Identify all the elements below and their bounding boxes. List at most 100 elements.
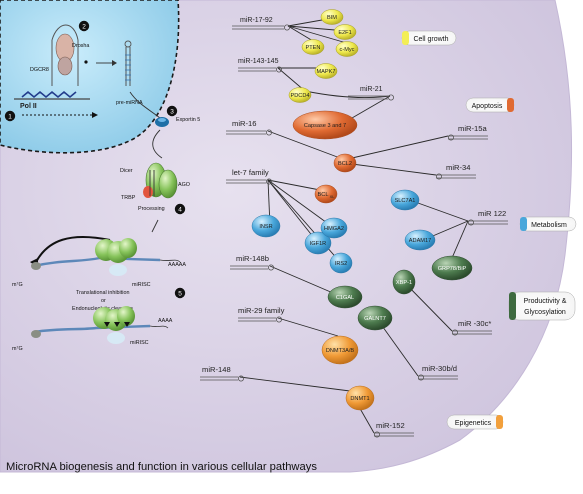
step-badge-4: 4 <box>174 203 186 215</box>
mirisc-top-label: miRISC <box>132 282 151 288</box>
cleavage-mark-3 <box>124 322 130 327</box>
processing-arrow <box>151 219 159 233</box>
ago-protein <box>158 169 178 199</box>
gene-adam17-label: ADAM17 <box>409 238 431 244</box>
gene-e2f1: E2F1 <box>333 24 357 40</box>
let7-label: let-7 family <box>232 168 269 177</box>
hairpin-mir-152 <box>373 431 414 438</box>
mir-30bd-label: miR-30b/d <box>422 364 457 373</box>
gene-c1gal-label: C1GAL <box>336 295 354 301</box>
dicer-hairpin <box>149 170 155 196</box>
gene-bcl2: BCL2 <box>333 153 357 173</box>
step-4-label: 4 <box>178 206 182 213</box>
trbp-label: TRBP <box>121 195 136 201</box>
gene-grp78-label: GRP78/BiP <box>438 266 467 272</box>
hairpin-mir-148b <box>230 264 274 271</box>
gene-dnmt1: DNMT1 <box>345 385 375 411</box>
hairpin-mir-122 <box>467 219 508 226</box>
hairpin-mir-29 <box>238 316 282 323</box>
tag-epigenetics-label: Epigenetics <box>455 420 492 427</box>
mirisc-bottom-3 <box>117 306 135 326</box>
pol2-label: Pol II <box>20 103 37 110</box>
exportin-to-dicer-arrow <box>152 129 163 159</box>
tag-apoptosis-label: Apoptosis <box>472 103 503 110</box>
hairpin-let7 <box>226 178 272 185</box>
gene-bclxl-label: BCL <box>318 192 329 198</box>
mirisc-bottom-4 <box>107 332 125 344</box>
mir-148-label: miR-148 <box>202 365 231 374</box>
gene-xbp1-label: XBP-1 <box>396 280 412 286</box>
biogenesis-panel: 1 2 3 4 5 Pol II Drosha DGCR8 <box>4 20 200 352</box>
step-5-label: 5 <box>178 290 182 297</box>
hairpin-mir-143-145 <box>238 66 282 73</box>
hairpin-mir-15a <box>447 134 488 141</box>
mirisc-bottom-label: miRISC <box>130 340 149 346</box>
gene-caspase-label: Capsase 3 and 7 <box>304 123 346 129</box>
hairpin-mir-34 <box>435 173 476 180</box>
mir-29-label: miR-29 family <box>238 306 285 315</box>
tag-epigenetics: Epigenetics <box>446 414 504 430</box>
step-1-label: 1 <box>8 113 12 120</box>
poly-a-top-label: AAAAA <box>168 262 186 268</box>
mir-21-label: miR-21 <box>360 86 383 93</box>
hairpin-mir-30c <box>451 329 492 336</box>
gene-galnt7-label: GALNT7 <box>364 316 386 322</box>
gene-galnt7: GALNT7 <box>357 305 393 331</box>
gene-adam17: ADAM17 <box>404 229 436 251</box>
hairpin-mir-21 <box>348 94 394 101</box>
mir-15a-label: miR-15a <box>458 124 487 133</box>
gene-slc7a1: SLC7A1 <box>390 189 420 211</box>
gene-pdcd4-label: PDCD4 <box>291 93 310 99</box>
gene-cmyc: c-Myc <box>335 41 359 57</box>
gene-bclxl: BCL XL <box>314 184 338 204</box>
step-3-label: 3 <box>170 108 174 115</box>
cleavage-mark-2 <box>114 322 120 327</box>
pre-mirna-hairpin <box>124 40 132 86</box>
dicer-label: Dicer <box>120 168 133 174</box>
gene-slc7a1-label: SLC7A1 <box>395 198 416 204</box>
gene-igf1r-label: IGF1R <box>310 241 326 247</box>
translational-label: Translational inhibition <box>76 290 129 296</box>
gene-bim: BIM <box>320 9 344 25</box>
gene-mapk7: MAPK7 <box>314 63 338 79</box>
mir-34-label: miR-34 <box>446 163 470 172</box>
hairpin-mir-16 <box>226 129 272 136</box>
figure-caption: MicroRNA biogenesis and function in vari… <box>6 461 317 473</box>
interaction-lines <box>239 19 469 434</box>
or-label: or <box>101 298 106 304</box>
mir-148b-label: miR-148b <box>236 254 269 263</box>
hairpin-mir-30bd <box>417 374 458 381</box>
gene-xbp1: XBP-1 <box>392 269 416 295</box>
mir-143-145-label: miR-143-145 <box>238 58 279 65</box>
tag-apoptosis: Apoptosis <box>465 97 515 113</box>
poly-a-tail-top <box>159 259 181 263</box>
gene-bclxl-subscript: XL <box>330 195 335 199</box>
gene-pten-label: PTEN <box>306 45 321 51</box>
mrna-bottom <box>33 324 151 334</box>
gene-grp78: GRP78/BiP <box>431 255 473 281</box>
gene-caspase: Capsase 3 and 7 <box>292 110 358 140</box>
cap-bottom <box>31 330 41 338</box>
mirisc-top-3 <box>119 238 137 258</box>
exportin5-shade <box>158 118 166 122</box>
cap-top-label: m⁷G <box>12 282 23 288</box>
gene-e2f1-label: E2F1 <box>338 30 351 36</box>
mir-17-92-label: miR-17-92 <box>240 17 273 24</box>
step-badge-2: 2 <box>78 20 90 32</box>
gene-insr-label: INSR <box>259 224 272 230</box>
gene-pdcd4: PDCD4 <box>288 87 312 103</box>
mir-16-label: miR-16 <box>232 119 256 128</box>
gene-mapk7-label: MAPK7 <box>317 69 336 75</box>
poly-a-bottom-label: AAAA <box>158 318 173 324</box>
drosha-label: Drosha <box>72 43 89 49</box>
nucleus <box>0 0 180 154</box>
gene-cmyc-label: c-Myc <box>340 47 355 53</box>
gene-dnmt3: DNMT3A/B <box>321 335 359 365</box>
gene-igf1r: IGF1R <box>304 231 332 255</box>
gene-hmga2: HMGA2 <box>320 217 348 239</box>
hairpin-mir-17-92 <box>232 24 290 31</box>
gene-hmga2-label: HMGA2 <box>324 226 344 232</box>
trbp-protein <box>143 186 153 198</box>
mir-122-label: miR 122 <box>478 209 506 218</box>
